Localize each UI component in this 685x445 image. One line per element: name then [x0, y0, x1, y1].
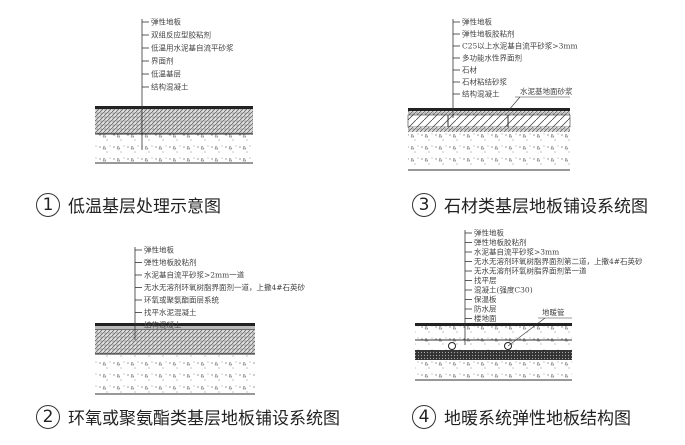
layer-label: 找平水泥混凝土: [144, 307, 197, 317]
section-stone: [407, 108, 571, 171]
layer-label: 结构混凝土: [144, 320, 182, 330]
caption-number: 2: [36, 404, 60, 429]
layer-label: 弹性地板: [151, 17, 181, 27]
layer-label: 低温基层: [151, 69, 181, 79]
caption-number: 4: [412, 404, 436, 429]
caption-title: 低温基层处理示意图: [68, 197, 221, 217]
layer-label: 弹性地板: [462, 17, 492, 27]
layer-label: 界面剂: [151, 56, 174, 66]
layer-label: 弹性地板胶粘剂: [462, 29, 515, 39]
layer-label: 双组反应型胶粘剂: [151, 30, 211, 40]
layer-label: 石材: [462, 65, 477, 75]
layer-label: 结构混凝土: [462, 89, 500, 99]
callout-cement-mortar: 水泥基地面砂浆: [520, 86, 573, 96]
layer-label: 结构混凝土: [151, 82, 189, 92]
layer-label: 防水层: [474, 304, 497, 314]
caption-1: 1 低温基层处理示意图: [36, 192, 221, 217]
caption-number: 1: [36, 192, 60, 217]
section-epoxy: [95, 323, 255, 395]
layer-label: 无水无溶剂环氧树脂界面剂第一道: [474, 266, 587, 276]
caption-4: 4 地暖系统弹性地板结构图: [412, 404, 631, 429]
layer-label: 混凝土(强度C30): [474, 285, 533, 295]
section-low-temp: [95, 106, 253, 164]
layer-label: 弹性地板: [144, 245, 174, 255]
layer-label: 石材粘结砂浆: [462, 77, 507, 87]
layer-label: 弹性地板: [474, 228, 504, 238]
layer-label: 环氧或聚氨酯面层系统: [144, 295, 219, 305]
layer-label: 多功能水性界面剂: [462, 53, 522, 63]
layer-label: 无水无溶剂环氧树脂界面剂一道，上撒4#石英砂: [144, 282, 306, 292]
layer-label: 水泥基自流平砂浆>2mm一道: [144, 270, 245, 280]
caption-2: 2 环氧或聚氨酯类基层地板铺设系统图: [36, 404, 340, 429]
layer-label: 保温板: [474, 294, 497, 304]
layer-label: 找平层: [474, 275, 497, 285]
layer-label: 低温用水泥基自流平砂浆: [151, 43, 234, 53]
caption-title: 地暖系统弹性地板结构图: [444, 409, 631, 429]
caption-title: 石材类基层地板铺设系统图: [444, 197, 648, 217]
layer-label: C25以上水泥基自流平砂浆>3mm: [462, 41, 578, 51]
layer-label: 无水无溶剂环氧树脂界面剂第二道，上撒4#石英砂: [474, 256, 643, 266]
layer-label: 弹性地板胶粘剂: [144, 257, 197, 267]
layer-label: 水泥基自流平砂浆>3mm: [474, 247, 559, 257]
caption-title: 环氧或聚氨酯类基层地板铺设系统图: [68, 409, 340, 429]
callout-heating-pipe: 地暖管: [542, 307, 565, 317]
layer-label: 楼地面: [474, 313, 497, 323]
section-floor-heating: [415, 317, 572, 381]
caption-3: 3 石材类基层地板铺设系统图: [412, 192, 648, 217]
caption-number: 3: [412, 192, 436, 217]
layer-label: 弹性地板胶粘剂: [474, 237, 527, 247]
